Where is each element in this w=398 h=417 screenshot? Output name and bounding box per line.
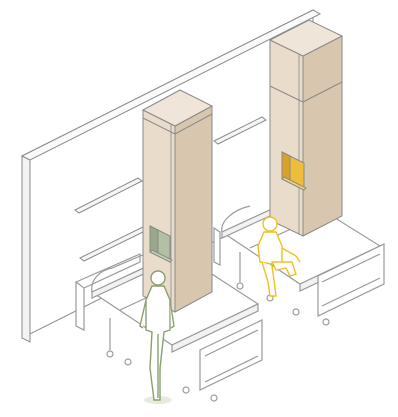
column-right (270, 20, 342, 236)
